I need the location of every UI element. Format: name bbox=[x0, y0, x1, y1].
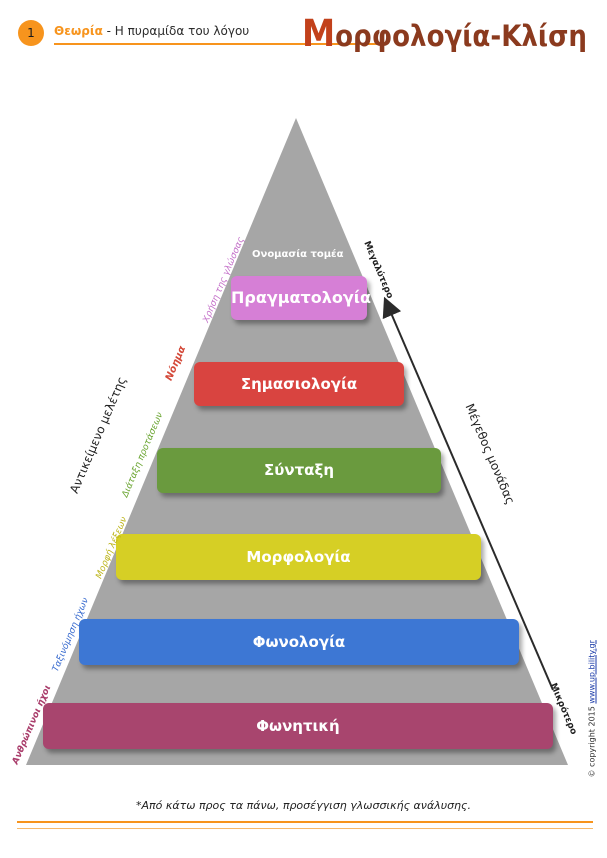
header-subject: Θεωρία bbox=[54, 24, 103, 38]
copyright-link[interactable]: www.up.bility.gr bbox=[587, 640, 597, 704]
footer-rule-thin bbox=[17, 828, 593, 829]
header-subtitle: Θεωρία - Η πυραμίδα του λόγου bbox=[54, 24, 249, 38]
level-syntax: Σύνταξη bbox=[157, 448, 441, 493]
footnote: *Από κάτω προς τα πάνω, προσέγγιση γλωσσ… bbox=[136, 799, 471, 812]
pyramid-shape bbox=[26, 118, 568, 765]
copyright-notice: © copyright 2015 www.up.bility.gr bbox=[587, 640, 597, 778]
header-rule bbox=[54, 43, 378, 45]
level-pragmatology: Πραγματολογία bbox=[231, 276, 371, 320]
level-phonetics: Φωνητική bbox=[43, 703, 553, 749]
page-title: Μορφολογία-Κλίση bbox=[302, 12, 587, 55]
page-number-badge: 1 bbox=[18, 20, 44, 46]
header-topic: Η πυραμίδα του λόγου bbox=[114, 24, 250, 38]
page-title-rest: ορφολογία-Κλίση bbox=[335, 19, 587, 53]
level-phonology: Φωνολογία bbox=[79, 619, 519, 665]
size-arrow bbox=[382, 296, 554, 691]
sector-name-label: Ονομασία τομέα bbox=[252, 249, 344, 260]
level-semantics: Σημασιολογία bbox=[194, 362, 404, 406]
footer-rule bbox=[17, 821, 593, 823]
header-separator: - bbox=[102, 24, 115, 38]
copyright-text: © copyright 2015 bbox=[587, 703, 597, 778]
page-title-initial: Μ bbox=[301, 12, 336, 55]
level-morphology: Μορφολογία bbox=[116, 534, 481, 580]
